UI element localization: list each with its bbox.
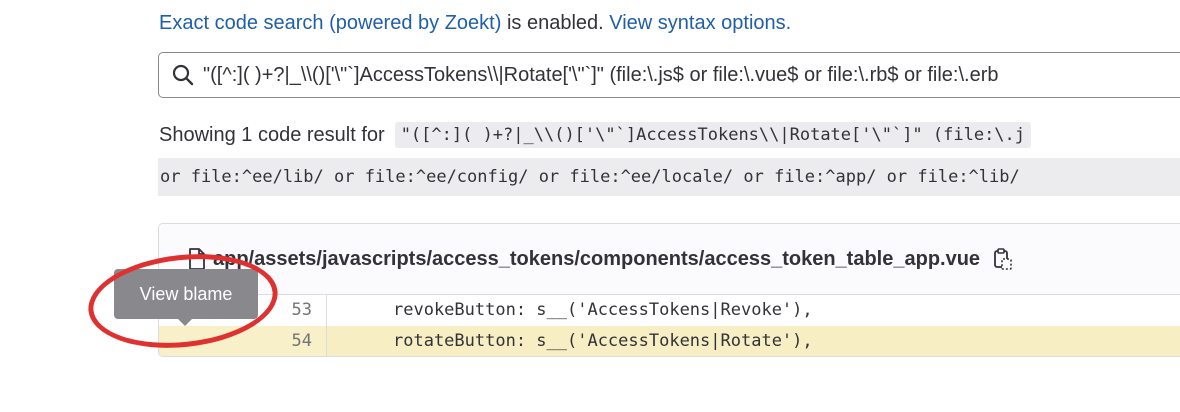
search-info-text: is enabled. — [501, 12, 610, 34]
line-number-54[interactable]: 54 — [159, 326, 327, 356]
results-count-label: Showing 1 code result for — [159, 123, 385, 146]
code-line-53: 53 revokeButton: s__('AccessTokens|Revok… — [159, 295, 1180, 326]
code-line-54-highlighted: 54 rotateButton: s__('AccessTokens|Rotat… — [159, 326, 1180, 356]
results-summary: Showing 1 code result for "([^:]( )+?|_\… — [159, 122, 1032, 148]
result-file-header: app/assets/javascripts/access_tokens/com… — [159, 224, 1180, 295]
view-blame-tooltip: View blame — [114, 269, 258, 319]
code-line-text: revokeButton: s__('AccessTokens|Revoke')… — [393, 300, 813, 320]
result-file-path-link[interactable]: app/assets/javascripts/access_tokens/com… — [213, 247, 981, 270]
tooltip-arrow — [178, 319, 192, 326]
syntax-options-link[interactable]: View syntax options. — [609, 12, 792, 34]
search-input[interactable]: "([^:]( )+?|_\\()['\"`]AccessTokens\\|Ro… — [158, 52, 1180, 98]
results-query: "([^:]( )+?|_\\()['\"`]AccessTokens\\|Ro… — [394, 122, 1032, 148]
search-icon — [172, 64, 194, 86]
results-query-continuation: or file:^ee/lib/ or file:^ee/config/ or … — [158, 158, 1180, 196]
zoekt-info-link[interactable]: Exact code search (powered by Zoekt) — [159, 12, 502, 34]
search-input-value[interactable]: "([^:]( )+?|_\\()['\"`]AccessTokens\\|Ro… — [203, 63, 999, 86]
file-icon — [189, 248, 205, 270]
line-number-53[interactable]: 53 — [159, 295, 327, 326]
search-info-line: Exact code search (powered by Zoekt) is … — [159, 12, 791, 35]
search-result-card: app/assets/javascripts/access_tokens/com… — [158, 223, 1180, 357]
copy-file-path-icon[interactable] — [992, 247, 1014, 271]
code-line-text: rotateButton: s__('AccessTokens|Rotate')… — [327, 326, 1180, 356]
